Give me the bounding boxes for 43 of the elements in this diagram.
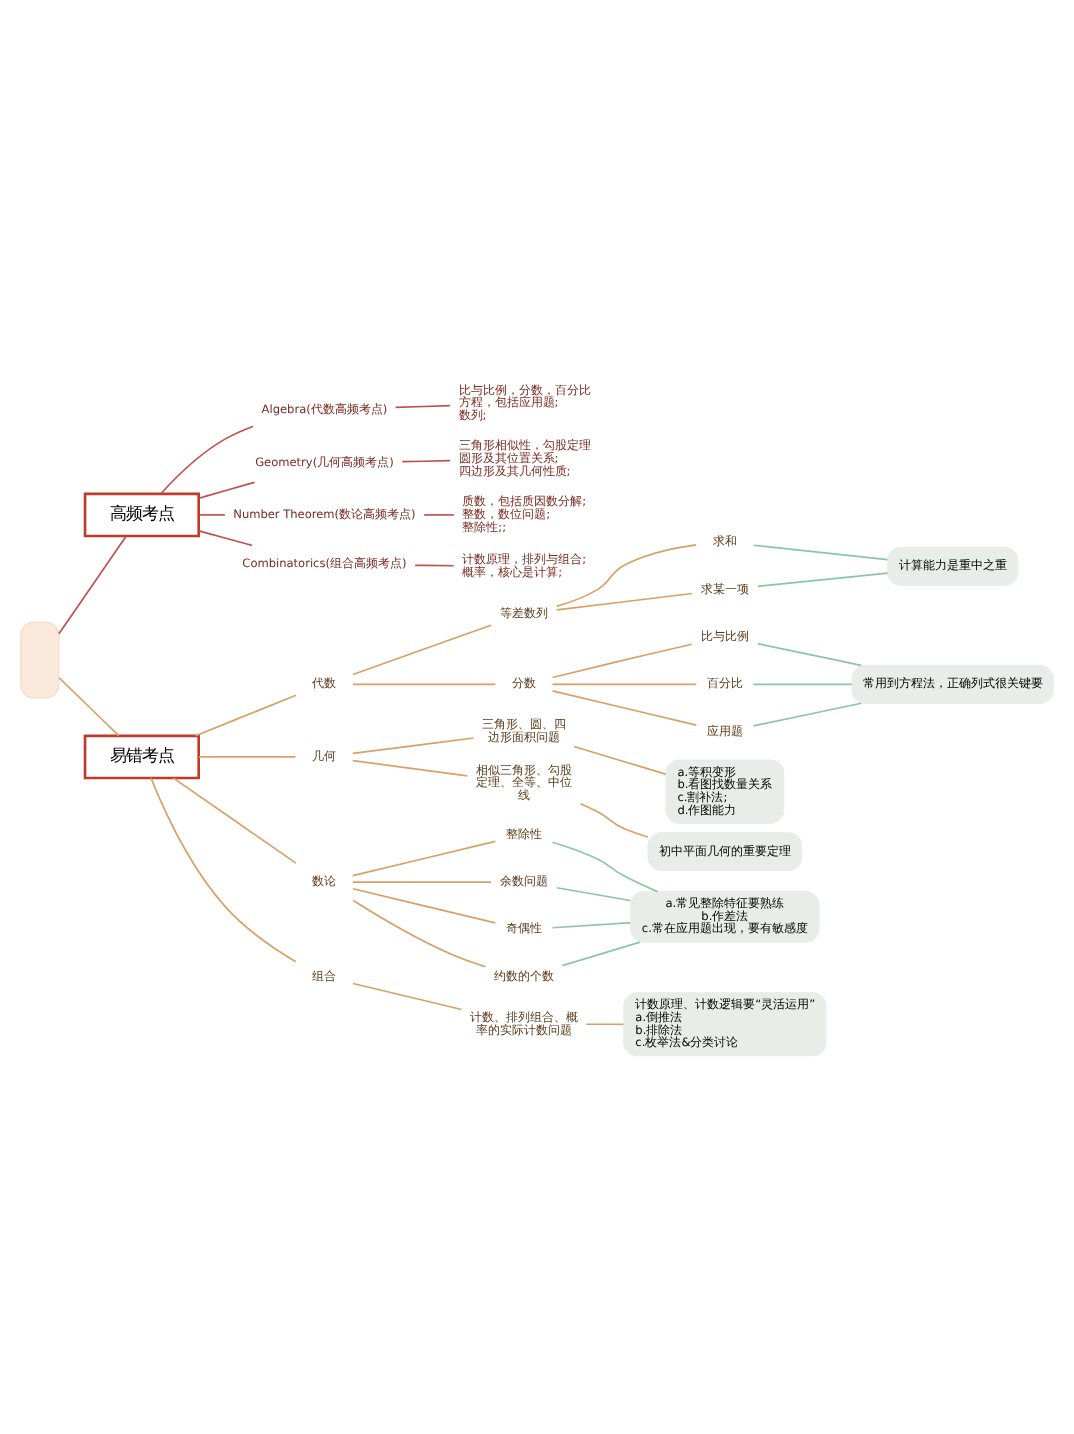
connector <box>752 543 889 560</box>
connector <box>198 513 226 515</box>
connector <box>352 981 463 1010</box>
connector <box>556 885 632 901</box>
connector <box>573 744 667 774</box>
connector <box>394 403 451 408</box>
connector <box>194 693 297 736</box>
connector <box>172 776 297 863</box>
connector <box>352 886 497 923</box>
connector <box>58 534 127 634</box>
connector <box>198 755 297 757</box>
connector <box>352 736 475 754</box>
connector <box>352 682 497 685</box>
connector <box>551 689 698 725</box>
connector <box>414 563 455 566</box>
connector <box>352 839 497 876</box>
connector <box>585 1022 625 1025</box>
connector <box>401 458 451 462</box>
connector <box>556 591 693 610</box>
connector <box>551 921 632 928</box>
connector <box>752 701 862 726</box>
connector <box>752 682 853 685</box>
connector <box>150 776 297 962</box>
connector <box>352 880 492 882</box>
connector <box>756 571 889 587</box>
connector <box>551 682 698 685</box>
connector <box>159 424 254 494</box>
node-box: 高频考点 <box>83 491 200 537</box>
connector <box>561 940 641 966</box>
connector <box>555 542 697 607</box>
connector <box>198 480 256 499</box>
connector <box>352 898 487 967</box>
node-box <box>20 620 60 698</box>
connector <box>579 801 649 837</box>
connector <box>198 529 253 546</box>
connector <box>551 840 659 892</box>
connector <box>352 758 469 776</box>
connector <box>352 623 492 675</box>
connector <box>551 642 693 678</box>
connector <box>423 513 455 515</box>
node-box: 易错考点 <box>83 733 200 779</box>
connector <box>756 641 862 666</box>
connector <box>58 676 120 736</box>
